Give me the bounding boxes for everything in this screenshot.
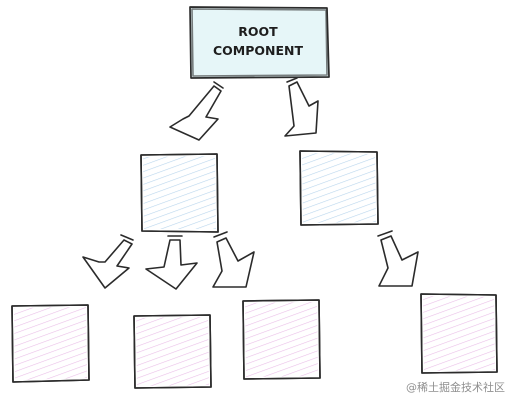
grandchild-component-1 xyxy=(11,304,90,383)
arrow-root-to-left-child xyxy=(169,81,224,141)
arrow-right-child-to-grandchild xyxy=(377,230,419,287)
grandchild-component-3 xyxy=(242,299,321,380)
grandchild-component-2 xyxy=(133,314,212,389)
child-component-left xyxy=(140,153,219,233)
arrow-left-child-to-grandchild-2 xyxy=(145,235,198,290)
arrow-left-child-to-grandchild-3 xyxy=(212,231,255,288)
grandchild-component-4 xyxy=(420,293,498,374)
arrow-root-to-right-child xyxy=(284,77,319,137)
arrow-left-child-to-grandchild-1 xyxy=(82,234,134,289)
root-label-line-1: ROOT xyxy=(238,24,278,39)
child-component-right xyxy=(299,150,379,226)
root-label-line-2: COMPONENT xyxy=(213,43,303,58)
watermark-text: @稀土掘金技术社区 xyxy=(406,381,505,394)
root-component-box: ROOT COMPONENT xyxy=(189,6,330,79)
